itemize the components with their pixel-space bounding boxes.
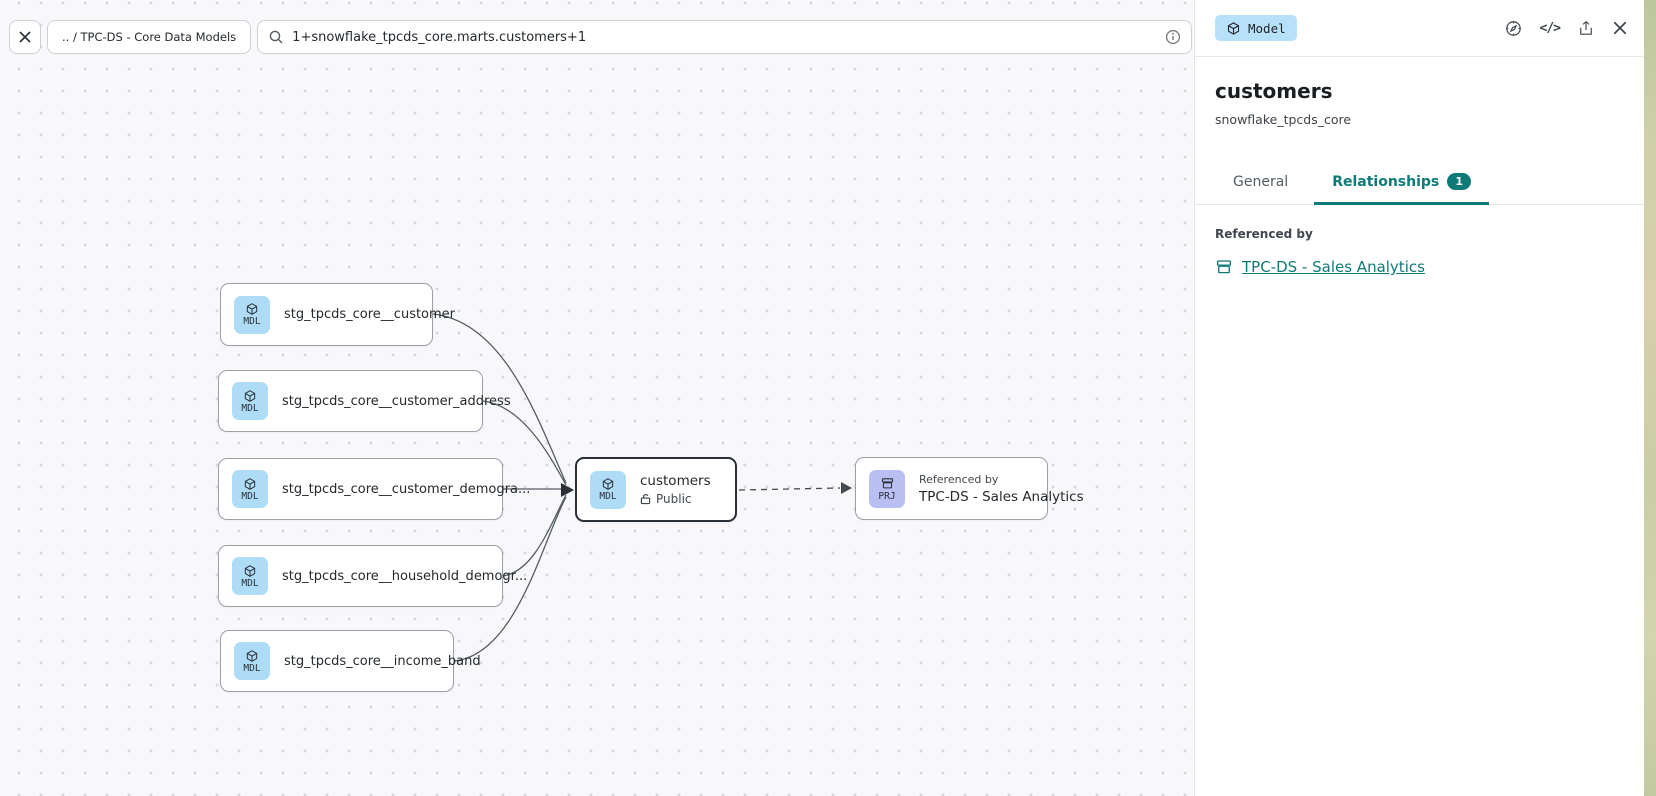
model-cube-icon: MDL bbox=[232, 557, 268, 595]
tab-general-label: General bbox=[1233, 174, 1289, 190]
view-code-icon[interactable]: </> bbox=[1539, 20, 1562, 36]
relationships-count-badge: 1 bbox=[1447, 173, 1472, 190]
model-cube-icon: MDL bbox=[590, 470, 626, 509]
lineage-canvas[interactable]: .. / TPC-DS - Core Data Models bbox=[0, 0, 1194, 796]
relationships-tab-content: Referenced by TPC-DS - Sales Analytics bbox=[1195, 205, 1644, 298]
node-stg-household-demographics[interactable]: MDL stg_tpcds_core__household_demogr... bbox=[218, 545, 527, 607]
reference-row: TPC-DS - Sales Analytics bbox=[1215, 258, 1624, 276]
panel-title-block: customers snowflake_tpcds_core bbox=[1195, 57, 1644, 137]
lineage-edges bbox=[432, 313, 852, 662]
node-label: stg_tpcds_core__customer bbox=[284, 307, 456, 322]
close-icon bbox=[18, 30, 32, 44]
node-label: TPC-DS - Sales Analytics bbox=[919, 488, 1084, 505]
node-label: customers bbox=[640, 473, 711, 489]
node-stg-income-band[interactable]: MDL stg_tpcds_core__income_band bbox=[220, 630, 481, 692]
referenced-by-label: Referenced by bbox=[1215, 227, 1313, 241]
node-stg-customer-demographics[interactable]: MDL stg_tpcds_core__customer_demogra... bbox=[218, 458, 530, 520]
info-icon[interactable] bbox=[1165, 29, 1181, 45]
explore-compass-icon[interactable] bbox=[1504, 19, 1523, 38]
node-label: stg_tpcds_core__customer_demogra... bbox=[282, 481, 531, 497]
node-type-label: MDL bbox=[243, 662, 261, 674]
referenced-project-link[interactable]: TPC-DS - Sales Analytics bbox=[1242, 258, 1425, 276]
panel-title: customers bbox=[1215, 79, 1333, 103]
model-cube-icon: MDL bbox=[232, 382, 268, 420]
panel-tabs: General Relationships 1 bbox=[1195, 163, 1644, 205]
close-panel-icon[interactable] bbox=[1612, 20, 1628, 36]
tab-relationships[interactable]: Relationships 1 bbox=[1314, 163, 1490, 205]
node-label: stg_tpcds_core__customer_address bbox=[282, 393, 511, 409]
tab-general[interactable]: General bbox=[1215, 164, 1306, 205]
breadcrumb-label: .. / TPC-DS - Core Data Models bbox=[62, 30, 237, 44]
node-label: stg_tpcds_core__income_band bbox=[284, 653, 481, 669]
panel-subtitle: snowflake_tpcds_core bbox=[1215, 112, 1352, 127]
project-archive-icon bbox=[1215, 258, 1233, 276]
lineage-toolbar: .. / TPC-DS - Core Data Models bbox=[9, 20, 1194, 54]
node-type-label: MDL bbox=[599, 491, 617, 503]
resource-type-badge[interactable]: Model bbox=[1215, 15, 1297, 41]
lineage-selector-input[interactable] bbox=[292, 29, 1158, 45]
node-type-label: MDL bbox=[241, 577, 259, 589]
project-archive-icon: PRJ bbox=[869, 469, 905, 508]
lineage-selector-box bbox=[257, 20, 1193, 54]
model-cube-icon: MDL bbox=[234, 642, 270, 680]
desktop-wallpaper-edge bbox=[1644, 0, 1656, 796]
node-stg-customer-address[interactable]: MDL stg_tpcds_core__customer_address bbox=[218, 370, 511, 432]
public-access-icon bbox=[640, 493, 651, 505]
close-lineage-button[interactable] bbox=[9, 20, 41, 54]
node-sublabel: Referenced by bbox=[919, 472, 999, 486]
breadcrumb[interactable]: .. / TPC-DS - Core Data Models bbox=[47, 20, 252, 54]
node-type-label: MDL bbox=[243, 316, 261, 328]
panel-header: Model </> bbox=[1195, 0, 1644, 57]
node-access-label: Public bbox=[656, 492, 692, 506]
node-type-label: MDL bbox=[241, 402, 259, 414]
node-customers-selected[interactable]: MDL customers Public bbox=[575, 457, 737, 522]
node-project-sales-analytics[interactable]: PRJ Referenced by TPC-DS - Sales Analyti… bbox=[855, 457, 1084, 520]
model-cube-icon: MDL bbox=[232, 470, 268, 508]
tab-relationships-label: Relationships bbox=[1332, 173, 1440, 190]
node-label: stg_tpcds_core__household_demogr... bbox=[282, 568, 528, 584]
details-panel: Model </> customers snowflake_tpcds_core bbox=[1194, 0, 1644, 796]
model-cube-icon bbox=[1226, 21, 1241, 36]
search-icon bbox=[268, 29, 284, 45]
node-type-label: MDL bbox=[241, 490, 259, 502]
resource-type-label: Model bbox=[1248, 20, 1286, 36]
model-cube-icon: MDL bbox=[234, 295, 270, 334]
share-icon[interactable] bbox=[1577, 19, 1595, 38]
node-stg-customer[interactable]: MDL stg_tpcds_core__customer bbox=[220, 283, 455, 346]
node-type-label: PRJ bbox=[878, 490, 896, 502]
panel-header-actions: </> bbox=[1504, 19, 1628, 38]
